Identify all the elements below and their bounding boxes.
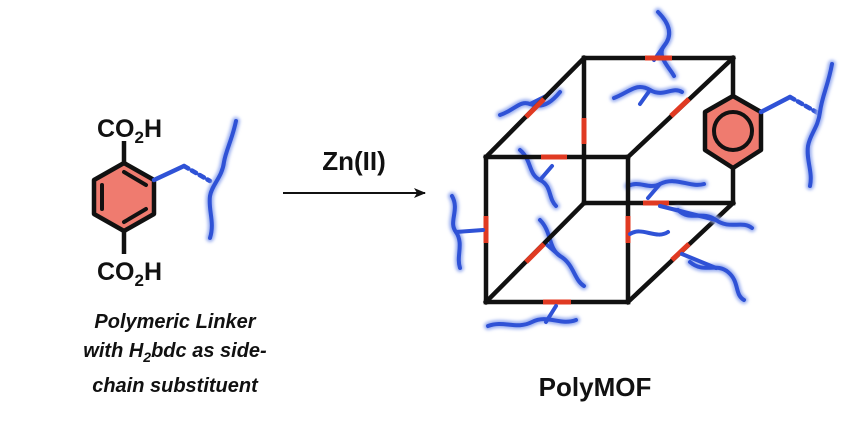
carboxyl-top-label: CO2H xyxy=(97,115,162,147)
carboxyl-bottom-label: CO2H xyxy=(97,258,162,290)
metal-nodes xyxy=(483,55,691,305)
polymer-chains-front xyxy=(448,192,756,330)
caption-line-3: chain substituent xyxy=(92,375,258,397)
framework-benzene-icon xyxy=(702,60,836,190)
linker-molecule: CO2H CO2H xyxy=(91,115,240,290)
polymer-chain-core xyxy=(207,119,238,240)
cube-framework-icon xyxy=(448,8,836,330)
aromatic-bonds xyxy=(100,170,148,224)
product-label: PolyMOF xyxy=(538,372,652,402)
polymer-chains-back xyxy=(496,8,708,290)
reaction-arrow: Zn(II) xyxy=(283,146,426,198)
caption-line-2: with H2bdc as side- xyxy=(83,340,267,365)
reagent-label: Zn(II) xyxy=(322,146,386,176)
caption-line-1: Polymeric Linker xyxy=(94,311,256,333)
polymer-linkage xyxy=(151,163,213,184)
linker-caption: Polymeric Linker with H2bdc as side- cha… xyxy=(10,308,340,401)
